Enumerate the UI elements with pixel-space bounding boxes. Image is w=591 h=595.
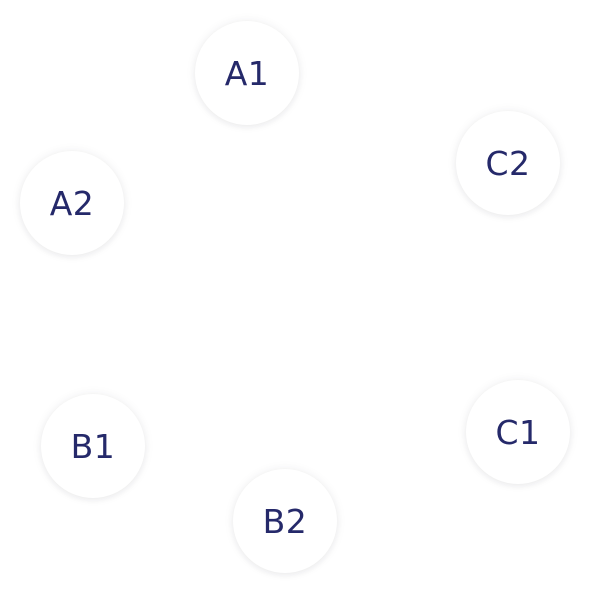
node-label: B2 — [262, 501, 308, 541]
node-a1[interactable]: A1 — [195, 21, 299, 125]
node-c2[interactable]: C2 — [456, 111, 560, 215]
node-c1[interactable]: C1 — [466, 380, 570, 484]
node-a2[interactable]: A2 — [20, 151, 124, 255]
node-b1[interactable]: B1 — [41, 394, 145, 498]
node-label: C2 — [485, 143, 531, 183]
node-label: A2 — [49, 183, 95, 223]
node-label: A1 — [224, 53, 270, 93]
node-label: B1 — [70, 426, 116, 466]
node-b2[interactable]: B2 — [233, 469, 337, 573]
node-label: C1 — [495, 412, 541, 452]
